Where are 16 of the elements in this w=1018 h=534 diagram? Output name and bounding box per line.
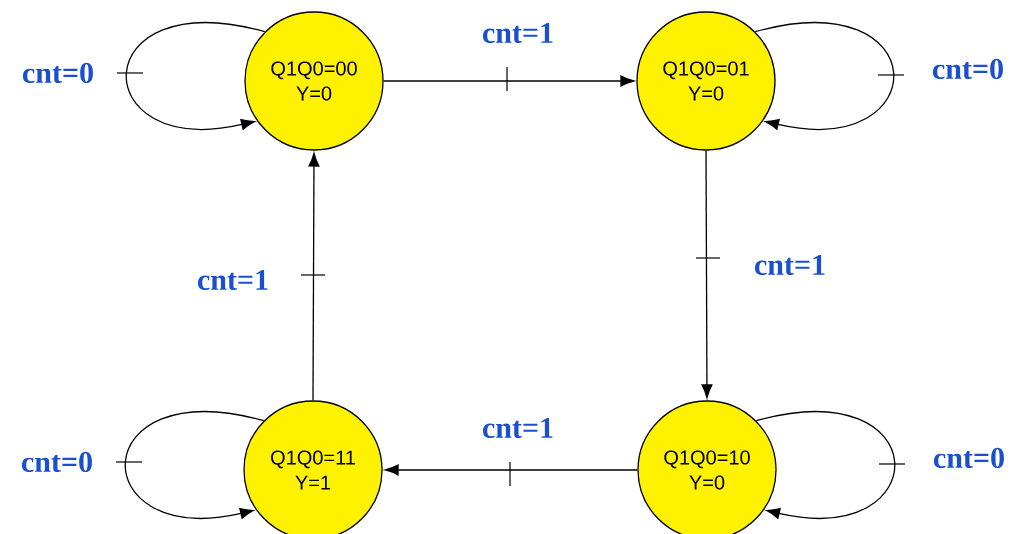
- arrow: [755, 411, 896, 519]
- arrow: [701, 150, 713, 399]
- arrow: [754, 22, 895, 130]
- edge-label: cnt=0: [23, 62, 93, 84]
- arrow: [308, 152, 320, 401]
- edge-label: cnt=1: [198, 269, 268, 291]
- arrow: [125, 22, 266, 130]
- edge-label: cnt=1: [755, 254, 825, 276]
- edge-label: cnt=1: [483, 417, 553, 439]
- edge-label: cnt=0: [934, 447, 1004, 469]
- arrow: [384, 464, 638, 476]
- edge-label: cnt=1: [483, 22, 553, 44]
- arrow: [124, 411, 265, 519]
- edge-label: cnt=0: [22, 451, 92, 473]
- arrow: [383, 75, 635, 87]
- edge-label: cnt=0: [933, 58, 1003, 80]
